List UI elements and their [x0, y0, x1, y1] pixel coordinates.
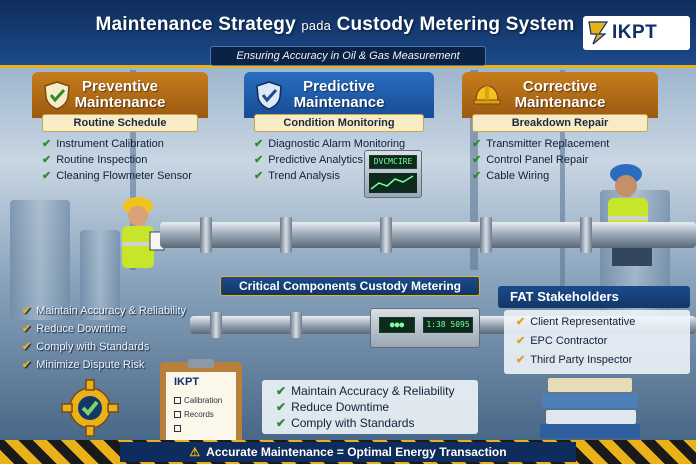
list-item: ✔EPC Contractor	[516, 335, 608, 347]
list-item: ✔Maintain Accuracy & Reliability	[276, 384, 455, 398]
list-item: ✔Predictive Analytics	[254, 154, 363, 166]
page-title: Maintenance Strategy pada Custody Meteri…	[95, 14, 575, 35]
panel-subtitle: Breakdown Repair	[472, 114, 648, 132]
header-bar: Maintenance Strategy pada Custody Meteri…	[0, 0, 696, 68]
list-item: ✔Comply with Standards	[276, 416, 415, 430]
list-item: ✔Cable Wiring	[472, 170, 550, 182]
panel-corrective: Corrective Maintenance Breakdown Repair …	[462, 72, 658, 184]
list-item: ✔Trend Analysis	[254, 170, 340, 182]
shield-check-icon	[44, 81, 70, 110]
panel-title: Predictive Maintenance	[293, 78, 385, 111]
panel-list: ✔Transmitter Replacement ✔Control Panel …	[472, 136, 609, 184]
panel-title: Preventive Maintenance	[74, 78, 166, 111]
list-item: ✔Diagnostic Alarm Monitoring	[254, 138, 406, 150]
list-item: ✔Comply with Standards	[22, 341, 150, 353]
panel-title: Corrective Maintenance	[514, 78, 606, 111]
technician-right-illustration	[608, 164, 652, 266]
list-item: ✔Routine Inspection	[42, 154, 148, 166]
footer-message: ⚠Accurate Maintenance = Optimal Energy T…	[120, 442, 576, 462]
flow-computer-panel: ●●● 1:38 5095	[370, 308, 480, 348]
critical-components-banner: Critical Components Custody Metering	[220, 276, 480, 296]
panel-subtitle: Routine Schedule	[42, 114, 198, 132]
pipeline	[160, 217, 696, 253]
metering-display: 1:38 5095	[423, 317, 473, 333]
logo-text: IKPT	[612, 22, 658, 43]
list-item: ✔Third Party Inspector	[516, 354, 633, 366]
bottom-benefits-list: ✔Maintain Accuracy & Reliability ✔Reduce…	[262, 380, 478, 434]
panel-list: ✔Diagnostic Alarm Monitoring ✔Predictive…	[254, 136, 405, 184]
panel-subtitle: Condition Monitoring	[254, 114, 424, 132]
clipboard-logo: IKPT	[174, 376, 200, 388]
list-item: ✔Client Representative	[516, 316, 636, 328]
trend-chart-icon	[369, 173, 417, 193]
panel-preventive: Preventive Maintenance Routine Schedule …	[32, 72, 208, 184]
monitoring-panel: DVCMCIRE	[364, 150, 422, 198]
hard-hat-icon	[473, 85, 501, 105]
list-item: ✔Reduce Downtime	[22, 323, 127, 335]
warning-icon: ⚠	[189, 445, 201, 459]
footer-hazard-bar: ⚠Accurate Maintenance = Optimal Energy T…	[0, 440, 696, 464]
panel-list: ✔Instrument Calibration ✔Routine Inspect…	[42, 136, 192, 184]
clipboard-item: Records	[174, 410, 214, 419]
page-subtitle: Ensuring Accuracy in Oil & Gas Measureme…	[210, 46, 486, 66]
company-logo: IKPT	[583, 16, 690, 50]
list-item: ✔Instrument Calibration	[42, 138, 164, 150]
flow-computer-screen: ●●●	[379, 317, 415, 333]
list-item: ✔Transmitter Replacement	[472, 138, 610, 150]
fat-stakeholders-list: ✔Client Representative ✔EPC Contractor ✔…	[504, 310, 690, 374]
panel-predictive: Predictive Maintenance Condition Monitor…	[244, 72, 434, 184]
shield-check-icon	[256, 81, 282, 110]
list-item: ✔Reduce Downtime	[276, 400, 390, 414]
logo-mark-icon	[588, 21, 609, 45]
list-item: ✔Maintain Accuracy & Reliability	[22, 305, 187, 317]
clipboard-item: Calibration	[174, 396, 222, 405]
monitor-screen: DVCMCIRE	[369, 155, 417, 169]
calibration-clipboard: IKPT Calibration Records	[160, 359, 242, 450]
benefits-list: ✔Maintain Accuracy & Reliability ✔Reduce…	[22, 302, 186, 374]
list-item: ✔Cleaning Flowmeter Sensor	[42, 170, 192, 182]
gear-check-icon	[61, 379, 119, 437]
fat-stakeholders-title: FAT Stakeholders	[498, 286, 690, 308]
list-item: ✔Control Panel Repair	[472, 154, 589, 166]
list-item: ✔Minimize Dispute Risk	[22, 359, 145, 371]
technician-left-illustration	[122, 197, 165, 268]
